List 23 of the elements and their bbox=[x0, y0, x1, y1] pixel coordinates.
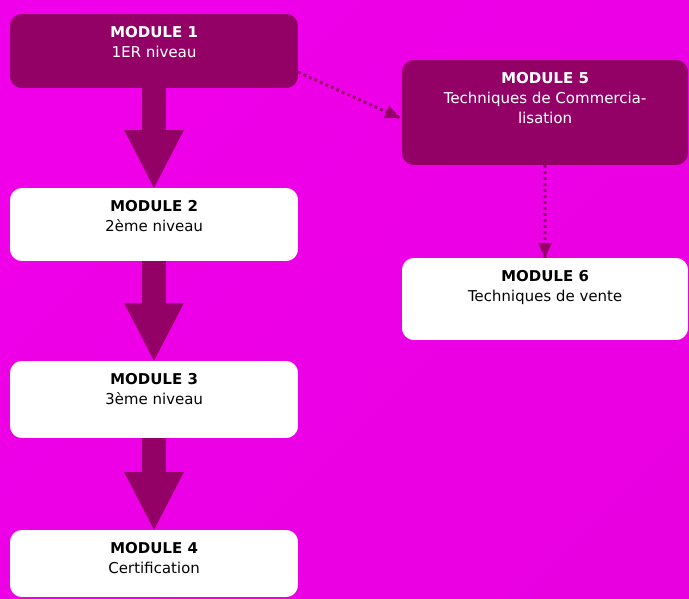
module-title: MODULE 4 bbox=[110, 538, 198, 558]
module-title: MODULE 1 bbox=[110, 22, 198, 42]
module-description: 1ER niveau bbox=[112, 42, 196, 62]
module-description: 3ème niveau bbox=[105, 389, 203, 409]
module-description: Techniques de Commercia- lisation bbox=[442, 88, 648, 128]
block-arrow bbox=[124, 261, 184, 361]
module-title: MODULE 6 bbox=[501, 266, 589, 286]
module-description: Certification bbox=[108, 558, 200, 578]
module-title: MODULE 5 bbox=[501, 68, 589, 88]
module-title: MODULE 2 bbox=[110, 196, 198, 216]
module-description: 2ème niveau bbox=[105, 216, 203, 236]
module-description: Techniques de vente bbox=[468, 286, 622, 306]
module-box bbox=[10, 14, 298, 88]
dotted-arrow bbox=[297, 70, 401, 120]
module-box bbox=[10, 361, 298, 438]
module-box bbox=[10, 188, 298, 261]
block-arrow bbox=[124, 88, 184, 188]
module-title: MODULE 3 bbox=[110, 369, 198, 389]
dotted-arrow bbox=[538, 165, 552, 258]
block-arrow bbox=[124, 438, 184, 530]
module-box bbox=[402, 60, 688, 165]
module-box bbox=[402, 258, 688, 340]
module-box bbox=[10, 530, 298, 597]
